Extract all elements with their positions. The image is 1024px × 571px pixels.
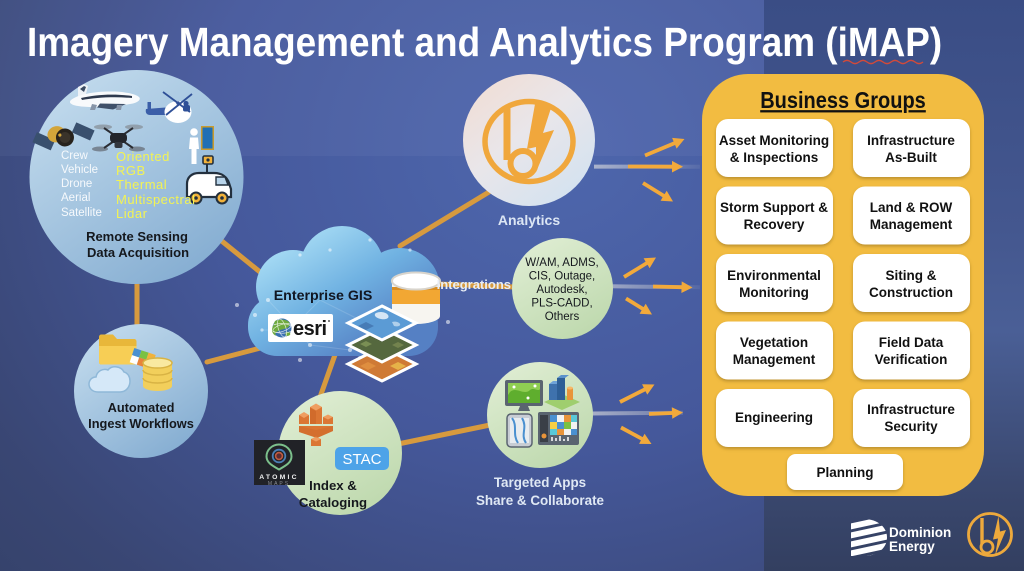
svg-text:Management: Management: [733, 352, 816, 367]
svg-text:Recovery: Recovery: [744, 217, 805, 232]
svg-text:Satellite: Satellite: [61, 207, 102, 219]
svg-text:Construction: Construction: [869, 285, 953, 300]
svg-text:Oriented: Oriented: [116, 149, 170, 164]
svg-text:Analytics: Analytics: [498, 212, 560, 228]
svg-text:Others: Others: [545, 311, 580, 323]
svg-text:Planning: Planning: [817, 465, 874, 480]
svg-text:Dominion: Dominion: [889, 525, 951, 540]
svg-text:ATOMIC: ATOMIC: [259, 474, 298, 481]
svg-text:Index &: Index &: [309, 478, 357, 493]
svg-text:Lidar: Lidar: [116, 206, 148, 221]
svg-text:Cataloging: Cataloging: [299, 495, 367, 510]
svg-text:Thermal: Thermal: [116, 177, 167, 192]
svg-text:MAPS: MAPS: [268, 481, 290, 487]
svg-text:Infrastructure: Infrastructure: [867, 133, 955, 148]
svg-text:Verification: Verification: [875, 352, 948, 367]
svg-text:Imagery Management and Analyti: Imagery Management and Analytics Program…: [27, 20, 942, 65]
svg-text:Vehicle: Vehicle: [61, 164, 98, 176]
svg-text:Drone: Drone: [61, 178, 92, 190]
svg-text:Automated: Automated: [108, 400, 175, 415]
svg-text:RGB: RGB: [116, 163, 146, 178]
svg-text:Storm Support &: Storm Support &: [720, 200, 828, 215]
svg-text:Infrastructure: Infrastructure: [867, 402, 955, 417]
svg-text:Vegetation: Vegetation: [740, 335, 808, 350]
svg-text:Field Data: Field Data: [879, 335, 944, 350]
svg-text:Autodesk,: Autodesk,: [536, 284, 587, 296]
svg-text:Energy: Energy: [889, 539, 935, 554]
svg-text:& Inspections: & Inspections: [730, 150, 819, 165]
svg-text:Share & Collaborate: Share & Collaborate: [476, 493, 604, 508]
svg-text:Security: Security: [884, 419, 938, 434]
svg-text:Management: Management: [870, 217, 953, 232]
svg-text:Targeted Apps: Targeted Apps: [494, 475, 586, 490]
svg-text:STAC: STAC: [343, 451, 382, 468]
svg-text:Monitoring: Monitoring: [739, 285, 809, 300]
svg-text:W/AM, ADMS,: W/AM, ADMS,: [525, 257, 598, 269]
svg-text:Ingest Workflows: Ingest Workflows: [88, 416, 194, 431]
svg-text:Integrations: Integrations: [437, 277, 511, 292]
svg-text:Remote Sensing: Remote Sensing: [86, 229, 188, 244]
svg-text:As-Built: As-Built: [885, 150, 937, 165]
svg-text:esri: esri: [293, 318, 327, 340]
svg-text:Aerial: Aerial: [61, 192, 90, 204]
svg-text:Asset Monitoring: Asset Monitoring: [719, 133, 829, 148]
svg-text:Land & ROW: Land & ROW: [870, 200, 953, 215]
svg-text:Enterprise GIS: Enterprise GIS: [274, 288, 373, 304]
svg-text:Engineering: Engineering: [735, 410, 813, 425]
svg-text:Data Acquisition: Data Acquisition: [87, 245, 189, 260]
svg-text:Crew: Crew: [61, 150, 89, 162]
svg-text:Multispectral: Multispectral: [116, 192, 195, 207]
svg-text:Siting &: Siting &: [886, 268, 937, 283]
svg-text:Business Groups: Business Groups: [760, 87, 926, 114]
svg-text:CIS, Outage,: CIS, Outage,: [529, 271, 595, 283]
svg-text:Environmental: Environmental: [727, 268, 821, 283]
svg-text:PLS-CADD,: PLS-CADD,: [531, 298, 592, 310]
